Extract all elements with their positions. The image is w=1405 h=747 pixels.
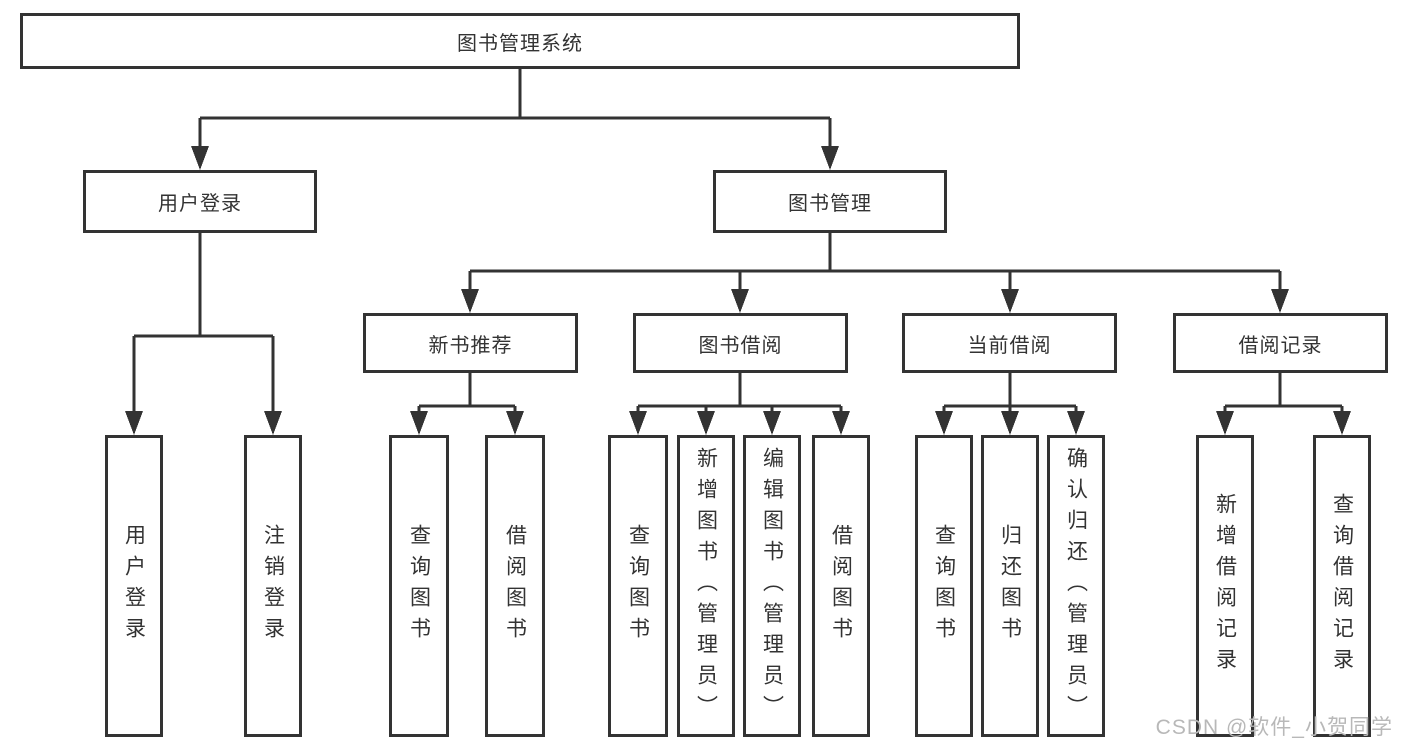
leaf-borrow-query-books: 查询图书 <box>608 435 668 737</box>
leaf-borrow-borrow-books: 借阅图书 <box>812 435 870 737</box>
node-label: 图书借阅 <box>698 334 783 357</box>
node-new-book-recommend: 新书推荐 <box>363 313 578 373</box>
node-current-borrowing: 当前借阅 <box>902 313 1117 373</box>
arrow-down-icon <box>191 146 209 170</box>
arrow-down-icon <box>697 411 715 435</box>
connector-current-borrowing <box>935 373 1085 435</box>
node-label: 新书推荐 <box>428 334 513 357</box>
leaf-records-query-record: 查询借阅记录 <box>1313 435 1371 737</box>
leaf-recommend-query-books: 查询图书 <box>389 435 449 737</box>
leaf-label: 用户登录 <box>122 524 146 648</box>
node-label: 用户登录 <box>158 193 242 215</box>
arrow-down-icon <box>1001 289 1019 313</box>
leaf-label: 查询图书 <box>407 524 431 648</box>
arrow-down-icon <box>821 146 839 170</box>
arrow-down-icon <box>506 411 524 435</box>
leaf-records-add-record: 新增借阅记录 <box>1196 435 1254 737</box>
arrow-down-icon <box>935 411 953 435</box>
arrow-down-icon <box>125 411 143 435</box>
node-book-borrowing: 图书借阅 <box>633 313 848 373</box>
leaf-current-query-books: 查询图书 <box>915 435 973 737</box>
leaf-current-return-books: 归还图书 <box>981 435 1039 737</box>
leaf-label: 借阅图书 <box>503 524 527 648</box>
node-borrowing-records: 借阅记录 <box>1173 313 1388 373</box>
arrow-down-icon <box>264 411 282 435</box>
leaf-label: 查询借阅记录 <box>1330 493 1354 679</box>
arrow-down-icon <box>1216 411 1234 435</box>
arrow-down-icon <box>461 289 479 313</box>
arrow-down-icon <box>832 411 850 435</box>
leaf-user-login: 用户登录 <box>105 435 163 737</box>
arrow-down-icon <box>1067 411 1085 435</box>
leaf-recommend-borrow-books: 借阅图书 <box>485 435 545 737</box>
connector-borrowing-records <box>1216 373 1351 435</box>
leaf-borrow-edit-books: 编辑图书（管理员） <box>743 435 801 737</box>
leaf-label: 注销登录 <box>261 524 285 648</box>
csdn-watermark: CSDN @软件_小贺同学 <box>1155 716 1393 739</box>
leaf-logout: 注销登录 <box>244 435 302 737</box>
arrow-down-icon <box>410 411 428 435</box>
leaf-current-confirm-return: 确认归还（管理员） <box>1047 435 1105 737</box>
connector-book-borrowing <box>629 373 850 435</box>
arrow-down-icon <box>731 289 749 313</box>
node-book-management: 图书管理 <box>713 170 947 233</box>
leaf-label: 新增图书（管理员） <box>694 446 718 726</box>
node-label: 图书管理 <box>788 193 872 215</box>
leaf-label: 查询图书 <box>932 524 956 648</box>
leaf-label: 确认归还（管理员） <box>1064 446 1088 726</box>
connector-root <box>191 69 839 170</box>
leaf-label: 归还图书 <box>998 524 1022 648</box>
node-user-login: 用户登录 <box>83 170 317 233</box>
arrow-down-icon <box>629 411 647 435</box>
node-root-label: 图书管理系统 <box>457 32 583 55</box>
leaf-label: 查询图书 <box>626 524 650 648</box>
connector-book-management <box>461 233 1289 313</box>
arrow-down-icon <box>1333 411 1351 435</box>
leaf-label: 编辑图书（管理员） <box>760 446 784 726</box>
leaf-borrow-add-books: 新增图书（管理员） <box>677 435 735 737</box>
connector-user-login <box>125 233 282 435</box>
node-label: 借阅记录 <box>1238 334 1323 357</box>
node-label: 当前借阅 <box>967 334 1052 357</box>
arrow-down-icon <box>1271 289 1289 313</box>
node-root: 图书管理系统 <box>20 13 1020 69</box>
connector-new-book-recommend <box>410 373 524 435</box>
leaf-label: 新增借阅记录 <box>1213 493 1237 679</box>
leaf-label: 借阅图书 <box>829 524 853 648</box>
arrow-down-icon <box>763 411 781 435</box>
arrow-down-icon <box>1001 411 1019 435</box>
